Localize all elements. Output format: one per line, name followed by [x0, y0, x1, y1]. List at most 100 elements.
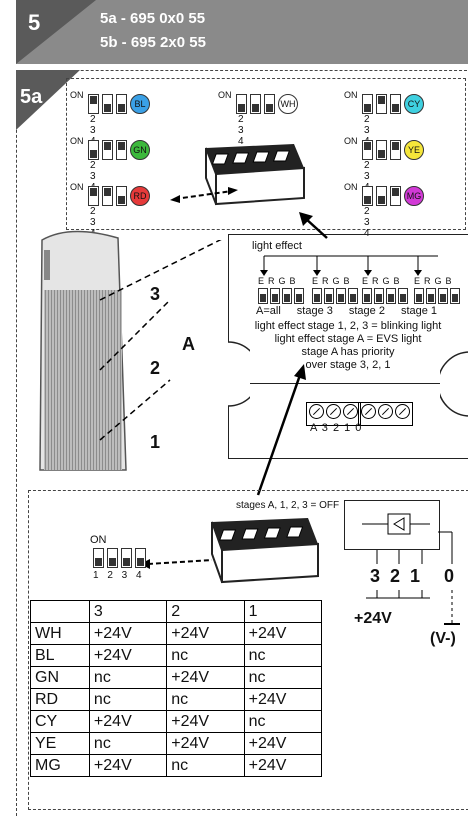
table-row: WH+24V+24V+24V — [30, 622, 323, 645]
erg-switch-bank — [362, 288, 408, 304]
dip-switch — [250, 94, 261, 114]
dip-switch — [102, 186, 113, 206]
table-value-cell: +24V — [88, 710, 168, 733]
table-color-cell — [30, 600, 90, 623]
dip-switch-numbers: 2 3 4 — [238, 114, 248, 147]
arrow-to-rd — [170, 187, 238, 203]
beacon-stage-1: 1 — [150, 432, 161, 452]
dip-switch — [88, 186, 99, 206]
table-value-cell: +24V — [88, 622, 168, 645]
table-value-cell: +24V — [166, 710, 245, 733]
erg-letters: ERGB — [414, 276, 456, 286]
note-over-stage: over stage 3, 2, 1 — [305, 359, 391, 371]
dip-switch — [236, 94, 247, 114]
table-value-cell: +24V — [166, 732, 245, 755]
wiring-box — [344, 500, 440, 550]
table-value-cell: nc — [88, 666, 168, 689]
wiring-voltage: +24V — [354, 610, 392, 627]
dip-on-label: ON — [344, 182, 358, 192]
board-notch-left — [227, 341, 250, 407]
table-color-cell: RD — [30, 688, 90, 711]
header-number: 5 — [28, 10, 41, 35]
table-color-cell: BL — [30, 644, 90, 667]
table-value-cell: nc — [88, 732, 168, 755]
wiring-t3: 3 — [370, 566, 391, 586]
color-code-badge: BL — [130, 94, 150, 114]
erg-switch — [450, 288, 460, 304]
erg-switch — [362, 288, 372, 304]
table-value-cell: +24V — [166, 666, 245, 689]
dip-on-label: ON — [218, 90, 232, 100]
erg-switch — [324, 288, 334, 304]
table-value-cell: nc — [243, 644, 323, 667]
erg-switch-bank — [312, 288, 358, 304]
erg-letters: ERGB — [362, 276, 404, 286]
color-code-badge: CY — [404, 94, 424, 114]
table-color-cell: YE — [30, 732, 90, 755]
erg-switch-bank — [414, 288, 460, 304]
table-color-cell: WH — [30, 622, 90, 645]
dip-switch — [116, 94, 127, 114]
beacon-illustration — [39, 230, 127, 471]
stage-label-3: stage 3 — [296, 305, 333, 317]
dip-switch-row — [362, 140, 401, 160]
note-evs: light effect stage A = EVS light — [274, 333, 422, 345]
table-value-cell: +24V — [243, 732, 323, 755]
erg-switch — [258, 288, 268, 304]
dip-switch — [362, 94, 373, 114]
off-caption: stages A, 1, 2, 3 = OFF — [236, 500, 340, 511]
wiring-t1: 1 — [410, 566, 431, 586]
dip-switch — [88, 94, 99, 114]
dip-switch — [88, 140, 99, 160]
erg-switch — [438, 288, 448, 304]
erg-switch — [374, 288, 384, 304]
dip-on-label: ON — [70, 182, 84, 192]
table-value-cell: nc — [243, 710, 323, 733]
erg-switch — [270, 288, 280, 304]
erg-letters: ERGB — [258, 276, 300, 286]
section-frame — [16, 70, 467, 816]
stage-label-2: stage 2 — [348, 305, 385, 317]
dip-switch-row — [88, 186, 127, 206]
table-value-cell: +24V — [243, 754, 323, 777]
color-code-badge: MG — [404, 186, 424, 206]
color-code-badge: YE — [404, 140, 424, 160]
dip-switch — [116, 186, 127, 206]
dip-on-label: ON — [344, 136, 358, 146]
erg-switch — [386, 288, 396, 304]
dip-switch-row — [362, 94, 401, 114]
dip-module-top — [205, 144, 305, 206]
off-switch-row — [93, 548, 146, 568]
header-band: 5 5a - 695 0x0 55 5b - 695 2x0 55 — [16, 0, 468, 64]
controller-board — [228, 234, 468, 384]
table-color-cell: CY — [30, 710, 90, 733]
table-value-cell: 3 — [88, 600, 168, 623]
table-value-cell: 1 — [243, 600, 323, 623]
dip-on-label: ON — [344, 90, 358, 100]
beacon-stage-a: A — [182, 334, 195, 354]
terminal-labels: A 3 2 1 0 — [310, 422, 363, 434]
table-value-cell: +24V — [88, 754, 168, 777]
color-code-badge: WH — [278, 94, 298, 114]
stage-label-1: stage 1 — [400, 305, 438, 317]
erg-switch-bank — [258, 288, 304, 304]
color-code-badge: GN — [130, 140, 150, 160]
stage-leader-lines — [99, 240, 222, 441]
table-value-cell: nc — [166, 688, 245, 711]
section-label: 5a — [20, 86, 43, 108]
wiring-t0: 0 — [444, 566, 455, 586]
dip-switch — [390, 94, 401, 114]
arrow-module-to-board — [299, 212, 328, 239]
erg-switch — [414, 288, 424, 304]
table-value-cell: nc — [166, 644, 245, 667]
dip-switch-row — [362, 186, 401, 206]
light-effect-bus — [260, 255, 438, 276]
controller-board-lower — [228, 382, 468, 459]
table-value-cell: nc — [88, 688, 168, 711]
dip-switch-row — [88, 94, 127, 114]
